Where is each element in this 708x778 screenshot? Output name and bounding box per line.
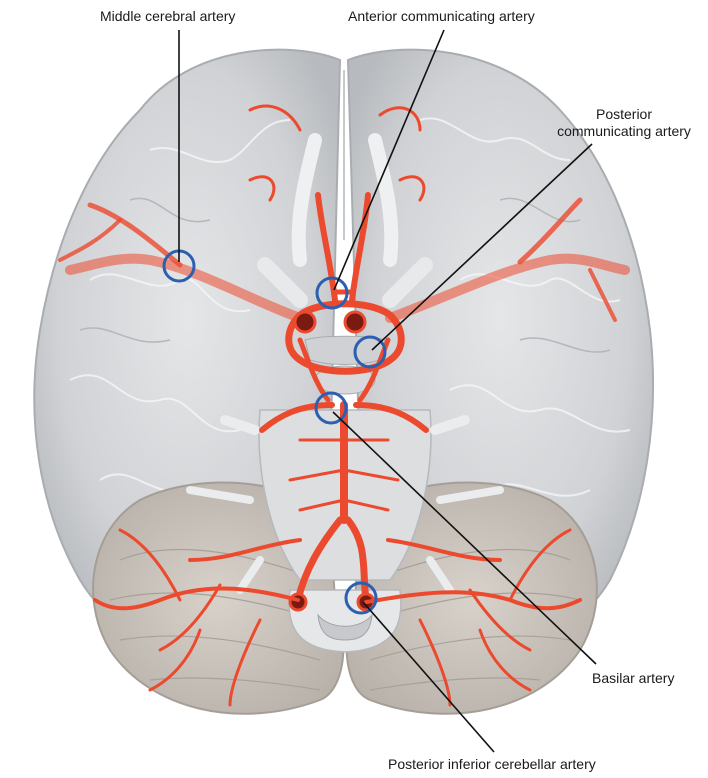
label-anterior-communicating-artery: Anterior communicating artery <box>348 8 535 25</box>
label-posterior-communicating-artery: Posterior communicating artery <box>540 106 708 140</box>
label-posterior-communicating-line2: communicating artery <box>540 123 708 140</box>
label-posterior-inferior-cerebellar-artery: Posterior inferior cerebellar artery <box>388 756 596 773</box>
left-internal-carotid <box>295 312 315 332</box>
left-vertebral-stump <box>290 594 306 610</box>
right-internal-carotid <box>345 312 365 332</box>
pituitary-stalk <box>305 336 385 364</box>
label-basilar-artery: Basilar artery <box>592 670 674 687</box>
label-posterior-communicating-line1: Posterior <box>540 106 708 123</box>
label-middle-cerebral-artery: Middle cerebral artery <box>100 8 235 25</box>
